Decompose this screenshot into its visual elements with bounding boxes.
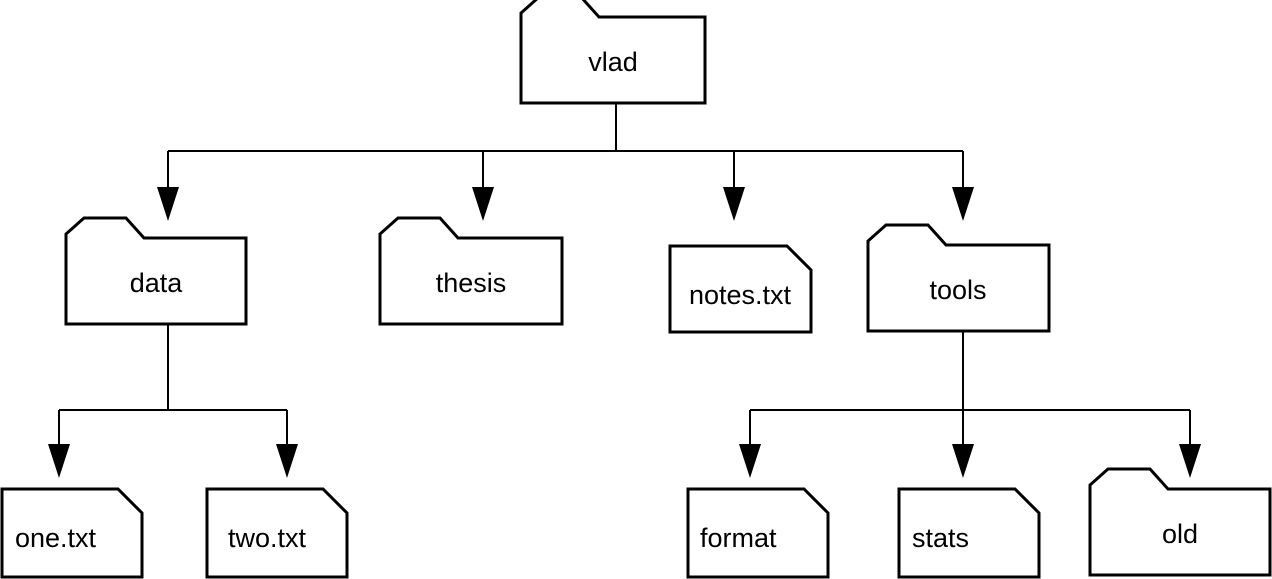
arrowhead-icon [472, 187, 494, 221]
file-icon [668, 244, 813, 334]
node-label: stats [912, 523, 969, 553]
node-label: data [130, 268, 184, 298]
node-label: thesis [436, 268, 507, 298]
node-label: format [700, 523, 777, 553]
arrowhead-icon [952, 187, 974, 221]
node-stats[interactable]: stats [897, 487, 1041, 579]
node-label: one.txt [15, 523, 97, 553]
node-tools[interactable]: tools [866, 223, 1051, 333]
folder-icon [1088, 467, 1272, 577]
arrowhead-icon [157, 187, 179, 221]
arrowhead-icon [739, 444, 761, 478]
arrowhead-icon [1179, 444, 1201, 478]
file-icon [686, 487, 830, 579]
arrowhead-icon [952, 444, 974, 478]
node-label: vlad [588, 47, 638, 77]
file-icon [897, 487, 1041, 579]
file-icon [0, 487, 144, 579]
node-notes[interactable]: notes.txt [668, 244, 813, 334]
node-format[interactable]: format [686, 487, 830, 579]
node-old[interactable]: old [1088, 467, 1272, 577]
node-data[interactable]: data [64, 216, 248, 326]
node-label: two.txt [228, 523, 307, 553]
node-vlad[interactable]: vlad [519, 0, 707, 105]
folder-icon [378, 216, 564, 326]
arrowhead-icon [723, 187, 745, 221]
arrowhead-icon [48, 444, 70, 478]
tools-connector [739, 331, 1201, 478]
node-one[interactable]: one.txt [0, 487, 144, 579]
vlad-connector [157, 103, 974, 221]
folder-icon [866, 223, 1051, 333]
node-label: tools [929, 275, 986, 305]
arrowhead-icon [276, 444, 298, 478]
data-connector [48, 324, 298, 478]
node-thesis[interactable]: thesis [378, 216, 564, 326]
node-label: notes.txt [689, 280, 792, 310]
file-icon [205, 487, 349, 579]
folder-icon [519, 0, 707, 105]
node-two[interactable]: two.txt [205, 487, 349, 579]
node-label: old [1162, 519, 1198, 549]
folder-icon [64, 216, 248, 326]
